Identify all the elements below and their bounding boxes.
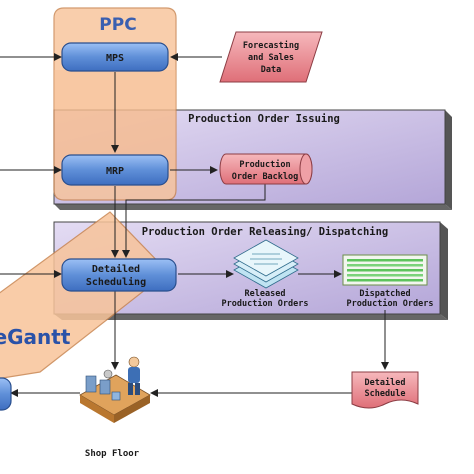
dispatched-label-2: Production Orders [347, 298, 434, 309]
forecasting-label-2: and Sales [248, 53, 294, 63]
mrp-node[interactable]: MRP [61, 154, 169, 186]
detailed-scheduling-label-1: Detailed [92, 263, 140, 275]
mps-label: MPS [106, 53, 124, 64]
forecasting-label-3: Data [261, 65, 281, 75]
arrow-backlog-to-scheduling [122, 184, 266, 258]
forecasting-label-1: Forecasting [243, 40, 299, 51]
detailed-schedule-document[interactable]: Detailed Schedule [351, 371, 419, 409]
backlog-label-1: Production [239, 159, 290, 170]
released-orders-icon[interactable] [233, 239, 299, 289]
left-partial-node[interactable] [0, 377, 12, 411]
panel-issuing-title: Production Order Issuing [188, 113, 340, 125]
mrp-label: MRP [106, 166, 124, 177]
detailed-schedule-label-2: Schedule [365, 389, 406, 399]
shop-floor-icon[interactable] [79, 356, 151, 423]
released-label-1: Released [245, 289, 286, 299]
dispatched-orders-icon[interactable] [342, 254, 428, 286]
backlog-label-2: Order Backlog [232, 172, 299, 182]
shop-floor-label: Shop Floor [85, 449, 140, 459]
ppc-title: PPC [99, 15, 136, 35]
panel-releasing-title: Production Order Releasing/ Dispatching [142, 226, 389, 238]
detailed-scheduling-label-2: Scheduling [86, 276, 146, 288]
egantt-banner-text: eGantt [0, 325, 71, 349]
detailed-schedule-label-1: Detailed [365, 377, 406, 388]
released-label-2: Production Orders [222, 298, 309, 309]
mps-node[interactable]: MPS [61, 42, 169, 72]
dispatched-label-1: Dispatched [359, 288, 410, 299]
detailed-scheduling-node[interactable]: Detailed Scheduling [61, 258, 177, 292]
forecasting-data-node[interactable]: Forecasting and Sales Data [219, 31, 323, 83]
production-order-backlog-node[interactable]: Production Order Backlog [219, 153, 313, 185]
